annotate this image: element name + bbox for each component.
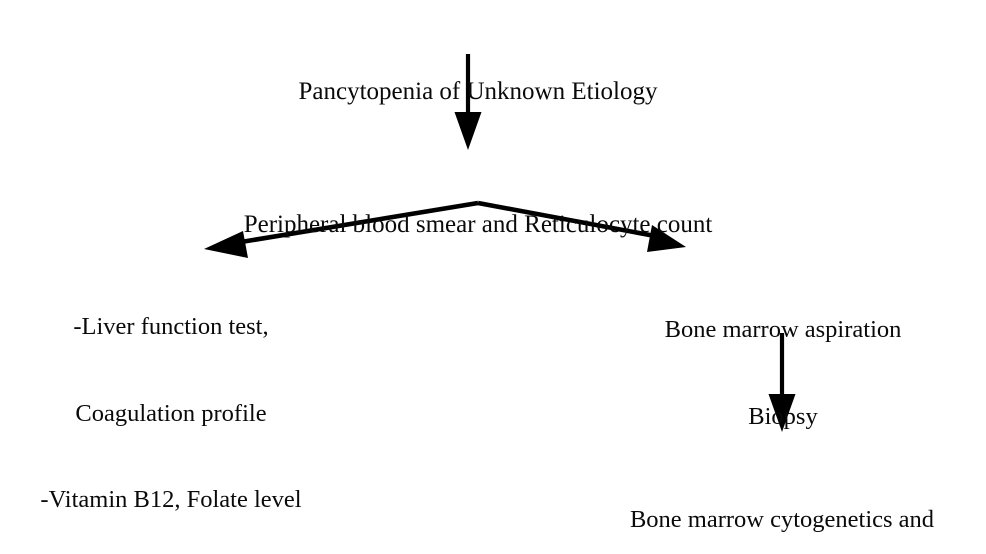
node-bone-marrow-aspiration: Bone marrow aspiration Biopsy — [622, 258, 944, 489]
node-peripheral-blood-smear: Peripheral blood smear and Reticulocyte … — [158, 152, 798, 297]
node-pancytopenia-root-line-1: Pancytopenia of Unknown Etiology — [298, 78, 658, 105]
node-bone-marrow-cytogenetics: Bone marrow cytogenetics and Immunopheno… — [592, 448, 972, 554]
node-pancytopenia-root: Pancytopenia of Unknown Etiology — [158, 19, 798, 164]
node-laboratory-workup-line-2: Coagulation profile — [75, 399, 267, 427]
node-bone-marrow-aspiration-line-2: Biopsy — [748, 402, 818, 430]
node-bone-marrow-cytogenetics-line-1: Bone marrow cytogenetics and — [629, 505, 935, 533]
node-peripheral-blood-smear-line-1: Peripheral blood smear and Reticulocyte … — [243, 211, 713, 238]
node-laboratory-workup-line-3: -Vitamin B12, Folate level — [40, 486, 302, 514]
node-bone-marrow-aspiration-line-1: Bone marrow aspiration — [664, 315, 902, 343]
node-laboratory-workup: -Liver function test, Coagulation profil… — [10, 255, 332, 554]
node-laboratory-workup-line-1: -Liver function test, — [73, 312, 269, 340]
